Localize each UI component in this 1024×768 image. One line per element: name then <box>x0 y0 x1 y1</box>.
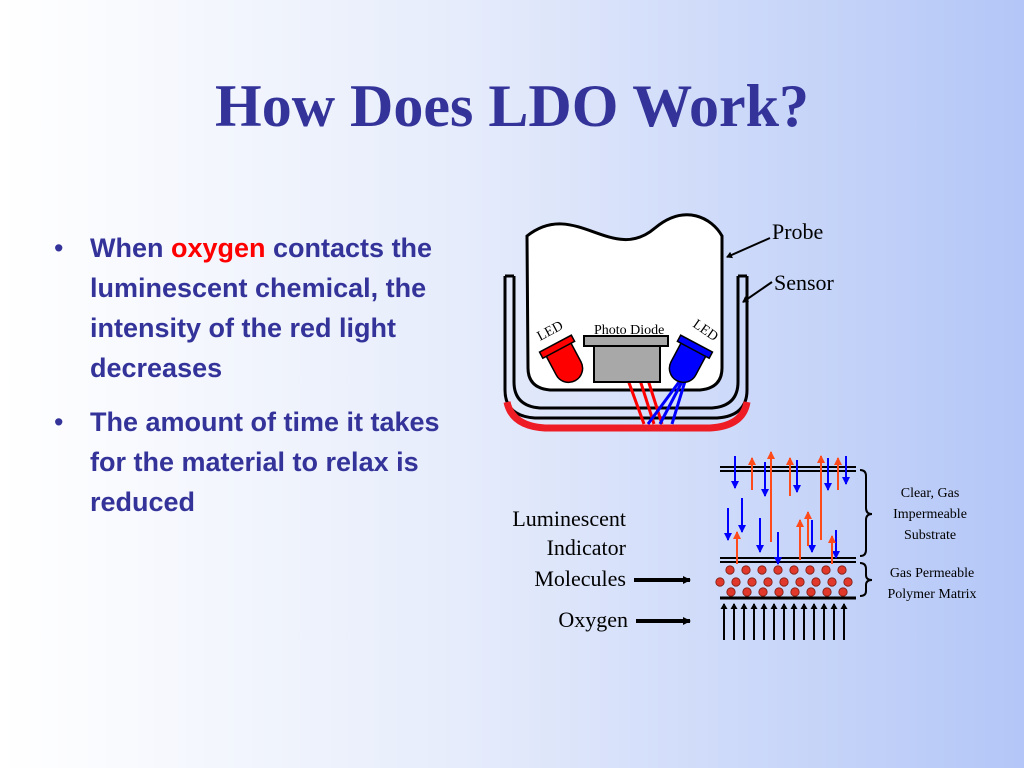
molecule-dot <box>837 565 847 575</box>
molecule-dot <box>758 587 768 597</box>
molecule-dot <box>805 565 815 575</box>
luminescent-label-line3: Molecules <box>534 566 626 591</box>
substrate-brace <box>859 469 873 557</box>
bullet-text: When <box>90 233 171 263</box>
polymer-molecules <box>715 565 853 597</box>
luminescent-label-line1: Luminescent <box>512 506 626 531</box>
light-rays <box>626 377 688 425</box>
molecule-dot <box>790 587 800 597</box>
bullet-dot-icon: • <box>54 407 64 437</box>
substrate-label-line1: Clear, Gas <box>901 486 960 501</box>
sensor-cap <box>503 274 751 432</box>
bullet-dot-icon: • <box>54 233 64 263</box>
sensor-luminescent-layer <box>503 401 751 432</box>
molecule-dot <box>741 565 751 575</box>
photo-diode: Photo Diode <box>583 323 669 383</box>
layer-diagram <box>715 451 856 640</box>
molecule-dot <box>763 577 773 587</box>
molecule-dot <box>806 587 816 597</box>
bullet-list: • When oxygen contacts the luminescent c… <box>50 228 470 536</box>
molecule-dot <box>757 565 767 575</box>
molecule-dot <box>789 565 799 575</box>
led-red <box>538 334 584 384</box>
molecule-dot <box>838 587 848 597</box>
polymer-label-line2: Polymer Matrix <box>887 587 976 602</box>
luminescent-label-line2: Indicator <box>547 535 627 560</box>
probe-pointer <box>726 237 771 259</box>
probe-label: Probe <box>772 219 823 244</box>
bullet-item: • When oxygen contacts the luminescent c… <box>50 228 470 388</box>
bullet-text-highlight: oxygen <box>171 233 266 263</box>
probe-body <box>525 213 724 392</box>
molecule-dot <box>773 565 783 575</box>
bullet-item: • The amount of time it takes for the ma… <box>50 402 470 522</box>
molecule-dot <box>726 587 736 597</box>
molecule-dot <box>779 577 789 587</box>
molecule-dot <box>827 577 837 587</box>
bullet-text: The amount of time it takes for the mate… <box>90 407 440 517</box>
molecule-dot <box>822 587 832 597</box>
slide-title: How Does LDO Work? <box>215 73 809 139</box>
substrate-label-line3: Substrate <box>904 528 956 543</box>
photodiode-label: Photo Diode <box>594 323 664 338</box>
molecule-dot <box>747 577 757 587</box>
led-blue <box>668 334 714 384</box>
molecule-dot <box>715 577 725 587</box>
molecule-dot <box>774 587 784 597</box>
oxygen-arrows <box>720 603 848 640</box>
molecule-dot <box>742 587 752 597</box>
substrate-label-line2: Impermeable <box>893 507 967 522</box>
molecule-dot <box>811 577 821 587</box>
polymer-label-line1: Gas Permeable <box>890 566 974 581</box>
molecule-dot <box>725 565 735 575</box>
polymer-brace <box>859 562 873 597</box>
molecule-dot <box>821 565 831 575</box>
molecule-dot <box>731 577 741 587</box>
sensor-label: Sensor <box>774 270 835 295</box>
bullet-text: contacts the luminescent chemical, the i… <box>90 233 433 383</box>
sensor-pointer <box>742 281 773 303</box>
oxygen-label: Oxygen <box>558 607 628 632</box>
molecule-dot <box>843 577 853 587</box>
molecule-dot <box>795 577 805 587</box>
